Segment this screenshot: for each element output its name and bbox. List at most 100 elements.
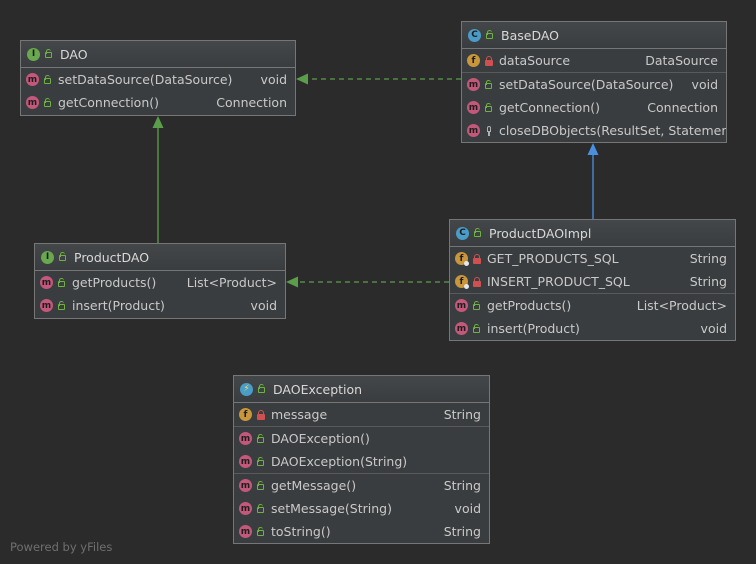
methods-section: m getProducts() List<Product> m insert(P… <box>450 294 735 340</box>
return-type: List<Product> <box>186 275 277 290</box>
public-lock-icon <box>473 228 483 238</box>
productdao-header[interactable]: I ProductDAO <box>35 244 285 271</box>
basedao-implements-dao-arrowhead <box>296 73 308 85</box>
method-row[interactable]: m getProducts() List<Product> <box>450 294 735 317</box>
field-row[interactable]: f message String <box>234 403 489 426</box>
class-icon: C <box>456 226 469 240</box>
return-type: Connection <box>647 100 718 115</box>
return-type: void <box>454 501 481 516</box>
private-lock-icon <box>472 253 482 264</box>
public-lock-icon <box>256 526 266 537</box>
private-lock-icon <box>484 55 494 66</box>
constructor-name: DAOException(String) <box>271 454 408 469</box>
public-lock-icon <box>43 74 53 85</box>
method-icon: m <box>467 124 480 137</box>
field-icon: f <box>239 408 252 421</box>
class-name: BaseDAO <box>501 27 560 43</box>
public-lock-icon <box>256 433 266 444</box>
method-name: getProducts() <box>72 275 157 290</box>
fields-section: f message String <box>234 403 489 427</box>
method-icon: m <box>26 96 39 109</box>
method-icon: m <box>239 502 252 515</box>
dao-interface-box[interactable]: I DAO m setDataSource(DataSource) void m… <box>20 40 296 116</box>
static-field-icon: f <box>455 252 469 266</box>
public-lock-icon <box>485 30 495 40</box>
method-icon: m <box>455 322 468 335</box>
method-row[interactable]: m setDataSource(DataSource) void <box>21 68 295 91</box>
method-icon: m <box>467 78 480 91</box>
return-type: void <box>691 77 718 92</box>
constructor-name: DAOException() <box>271 431 370 446</box>
method-name: setMessage(String) <box>271 501 392 516</box>
method-row[interactable]: m getMessage() String <box>234 474 489 497</box>
field-name: dataSource <box>499 53 571 68</box>
method-row[interactable]: m closeDBObjects(ResultSet, Statement, C <box>462 119 726 142</box>
constructor-row[interactable]: m DAOException() <box>234 427 489 450</box>
method-icon: m <box>239 432 252 445</box>
field-row[interactable]: f INSERT_PRODUCT_SQL String <box>450 270 735 293</box>
private-lock-icon <box>472 276 482 287</box>
field-name: message <box>271 407 328 422</box>
fields-section: f GET_PRODUCTS_SQL String f INSERT_PRODU… <box>450 247 735 294</box>
field-type: DataSource <box>645 53 718 68</box>
return-type: String <box>443 524 481 539</box>
public-lock-icon <box>44 49 54 59</box>
method-name: setDataSource(DataSource) <box>58 72 233 87</box>
method-row[interactable]: m getConnection() Connection <box>462 96 726 119</box>
method-row[interactable]: m getProducts() List<Product> <box>35 271 285 294</box>
public-lock-icon <box>256 456 266 467</box>
public-lock-icon <box>43 97 53 108</box>
field-type: String <box>689 251 727 266</box>
interface-icon: I <box>41 250 54 264</box>
field-icon: f <box>467 54 480 67</box>
method-icon: m <box>40 299 53 312</box>
method-row[interactable]: m getConnection() Connection <box>21 91 295 114</box>
method-name: toString() <box>271 524 331 539</box>
field-row[interactable]: f dataSource DataSource <box>462 49 726 72</box>
methods-section: m setDataSource(DataSource) void m getCo… <box>462 73 726 142</box>
class-name: ProductDAOImpl <box>489 225 592 241</box>
return-type: void <box>250 298 277 313</box>
method-name: getConnection() <box>58 95 160 110</box>
public-lock-icon <box>256 480 266 491</box>
dao-header[interactable]: I DAO <box>21 41 295 68</box>
method-name: closeDBObjects(ResultSet, Statement, C <box>499 123 726 138</box>
productdao-interface-box[interactable]: I ProductDAO m getProducts() List<Produc… <box>34 243 286 319</box>
field-name: GET_PRODUCTS_SQL <box>487 251 619 266</box>
daoexception-header[interactable]: ⚡ DAOException <box>234 376 489 403</box>
productdaoimpl-implements-productdao-arrowhead <box>286 276 298 288</box>
return-type: List<Product> <box>636 298 727 313</box>
method-row[interactable]: m setMessage(String) void <box>234 497 489 520</box>
method-row[interactable]: m insert(Product) void <box>450 317 735 340</box>
private-lock-icon <box>256 409 266 420</box>
public-lock-icon <box>472 300 482 311</box>
productdaoimpl-header[interactable]: C ProductDAOImpl <box>450 220 735 247</box>
field-type: String <box>689 274 727 289</box>
public-lock-icon <box>484 79 494 90</box>
daoexception-class-box[interactable]: ⚡ DAOException f message String m DAOExc… <box>233 375 490 544</box>
constructors-section: m DAOException() m DAOException(String) <box>234 427 489 474</box>
return-type: void <box>700 321 727 336</box>
method-icon: m <box>455 299 468 312</box>
fields-section: f dataSource DataSource <box>462 49 726 73</box>
method-name: insert(Product) <box>487 321 580 336</box>
method-icon: m <box>40 276 53 289</box>
basedao-class-box[interactable]: C BaseDAO f dataSource DataSource m setD… <box>461 21 727 143</box>
constructor-row[interactable]: m DAOException(String) <box>234 450 489 473</box>
method-icon: m <box>239 455 252 468</box>
method-row[interactable]: m insert(Product) void <box>35 294 285 317</box>
methods-section: m getProducts() List<Product> m insert(P… <box>35 271 285 317</box>
powered-by-footer: Powered by yFiles <box>10 540 113 554</box>
method-icon: m <box>239 525 252 538</box>
method-row[interactable]: m toString() String <box>234 520 489 543</box>
class-icon: C <box>468 28 481 42</box>
methods-section: m getMessage() String m setMessage(Strin… <box>234 474 489 543</box>
basedao-header[interactable]: C BaseDAO <box>462 22 726 49</box>
productdaoimpl-class-box[interactable]: C ProductDAOImpl f GET_PRODUCTS_SQL Stri… <box>449 219 736 341</box>
return-type: void <box>260 72 287 87</box>
public-lock-icon <box>58 252 68 262</box>
method-row[interactable]: m setDataSource(DataSource) void <box>462 73 726 96</box>
field-row[interactable]: f GET_PRODUCTS_SQL String <box>450 247 735 270</box>
method-name: getMessage() <box>271 478 357 493</box>
